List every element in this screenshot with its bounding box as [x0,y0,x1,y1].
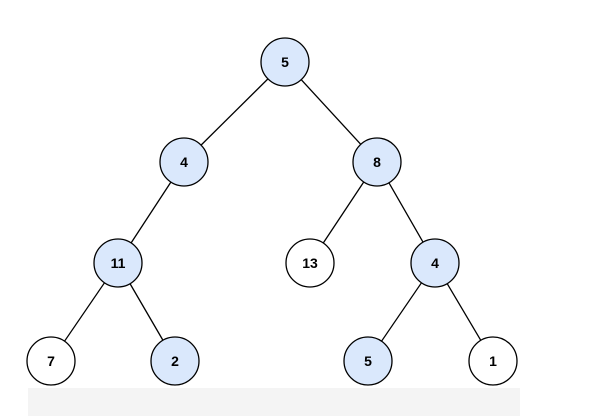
tree-node: 1 [468,336,518,386]
node-circle [468,336,518,386]
tree-node: 13 [285,238,335,288]
tree-edge [64,282,105,342]
tree-node: 8 [352,137,402,187]
node-label: 5 [364,353,372,369]
node-circle [159,137,209,187]
tree-node: 5 [343,336,393,386]
tree-edge [381,282,422,342]
tree-edge [130,181,172,244]
node-label: 5 [281,54,289,70]
tree-node: 2 [150,336,200,386]
node-label: 2 [171,353,179,369]
node-label: 11 [111,255,126,271]
node-circle [410,238,460,288]
tree-edge [446,283,482,341]
tree-edge [322,181,365,244]
node-circle [150,336,200,386]
tree-node: 11 [93,238,143,288]
node-circle [352,137,402,187]
node-circle [93,238,143,288]
tree-node: 5 [260,37,310,87]
node-circle [285,238,335,288]
tree-edge [300,79,362,145]
node-circle [26,336,76,386]
tree-node: 4 [410,238,460,288]
tree-edge [200,78,269,146]
node-circle [260,37,310,87]
tree-edges [64,78,482,342]
node-label: 4 [431,255,439,271]
tree-edge [388,182,424,243]
node-label: 8 [373,154,381,170]
node-label: 4 [180,154,188,170]
tree-node: 4 [159,137,209,187]
node-label: 1 [489,353,497,369]
node-circle [343,336,393,386]
bottom-strip [28,388,520,416]
tree-edge [129,283,164,341]
tree-node: 7 [26,336,76,386]
tree-nodes: 5 4 8 11 13 4 7 2 5 1 [26,37,518,386]
node-label: 7 [47,353,55,369]
node-label: 13 [302,255,318,271]
